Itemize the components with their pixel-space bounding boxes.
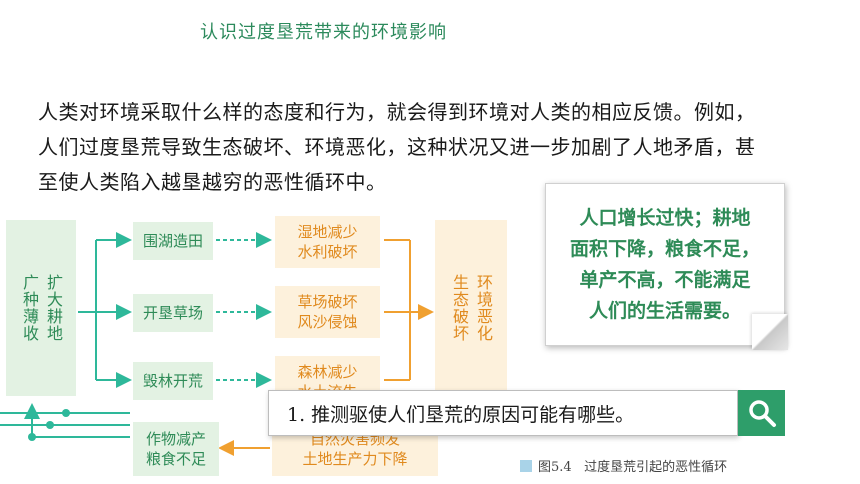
- paragraph-line-3: 至使人类陷入越垦越穷的恶性循环中。: [38, 170, 387, 194]
- effect-2-line-2: 风沙侵蚀: [297, 313, 358, 331]
- effect-3-line-1: 森林减少: [297, 363, 358, 381]
- note-line-4: 人们的生活需要。: [588, 299, 741, 322]
- cycle-diagram: 扩大耕地 广种薄收 围湖造田 开垦草场 毁林开荒 湿地减少 水利破坏 草场破坏 …: [0, 200, 520, 484]
- left-col-text-2: 广种薄收: [20, 274, 39, 342]
- search-button[interactable]: [738, 390, 785, 436]
- caption-text: 图5.4 过度垦荒引起的恶性循环: [538, 460, 728, 475]
- note-line-1: 人口增长过快；耕地: [579, 206, 751, 229]
- effect-box-1: 湿地减少 水利破坏: [275, 216, 380, 268]
- effect-box-2: 草场破坏 风沙侵蚀: [275, 286, 380, 338]
- paragraph-line-2: 人们过度垦荒导致生态破坏、环境恶化，这种状况又进一步加剧了人地矛盾，甚: [38, 135, 756, 159]
- expand-farmland-box: 扩大耕地 广种薄收: [6, 220, 76, 396]
- page-title: 认识过度垦荒带来的环境影响: [200, 22, 447, 43]
- right-col-text-1: 环境恶化: [474, 274, 493, 342]
- left-col-text-1: 扩大耕地: [44, 274, 63, 342]
- note-line-2: 面积下降，粮食不足，: [569, 237, 760, 260]
- action-box-3: 毁林开荒: [133, 362, 213, 400]
- search-icon: [748, 400, 776, 427]
- diagram-arrows: [0, 232, 434, 456]
- note-bubble: 人口增长过快；耕地 面积下降，粮食不足， 单产不高，不能满足 人们的生活需要。: [545, 183, 785, 346]
- eco-damage-box: 环境恶化 生态破坏: [435, 220, 507, 396]
- figure-caption: 图5.4 过度垦荒引起的恶性循环: [520, 456, 727, 475]
- caption-marker: [520, 459, 532, 472]
- question-text: 1. 推测驱使人们垦荒的原因可能有哪些。: [287, 403, 635, 426]
- crop-line-2: 粮食不足: [145, 450, 206, 468]
- intro-paragraph: 人类对环境采取什么样的态度和行为，就会得到环境对人类的相应反馈。例如， 人们过度…: [38, 95, 818, 200]
- effect-2-line-1: 草场破坏: [297, 293, 358, 311]
- crop-line-1: 作物减产: [145, 430, 206, 448]
- paragraph-line-1: 人类对环境采取什么样的态度和行为，就会得到环境对人类的相应反馈。例如，: [38, 100, 756, 124]
- effect-1-line-2: 水利破坏: [297, 243, 358, 261]
- crop-reduction-box: 作物减产 粮食不足: [133, 422, 219, 476]
- disaster-line-2: 土地生产力下降: [302, 450, 408, 468]
- right-col-text-2: 生态破坏: [450, 274, 469, 342]
- effect-1-line-1: 湿地减少: [297, 223, 358, 241]
- action-box-1: 围湖造田: [133, 222, 213, 260]
- page-fold-corner: [752, 314, 788, 350]
- action-box-2: 开垦草场: [133, 294, 213, 332]
- note-line-3: 单产不高，不能满足: [579, 268, 751, 291]
- question-bar[interactable]: 1. 推测驱使人们垦荒的原因可能有哪些。: [268, 390, 738, 436]
